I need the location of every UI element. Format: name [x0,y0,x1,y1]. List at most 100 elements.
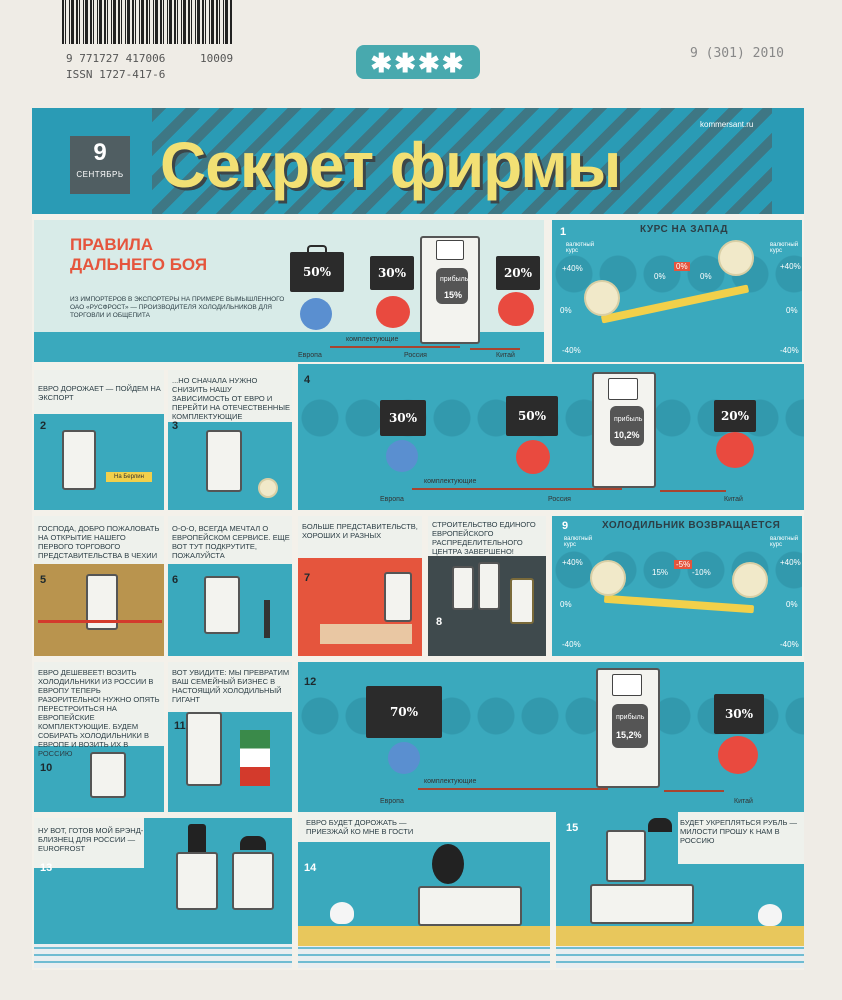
coin [258,478,278,498]
p9-left-label: валютный курс [564,536,593,548]
tall-hat-icon [188,824,206,852]
panel-9-number: 9 [562,520,569,532]
place-europe: Европа [380,496,404,503]
china-character [718,736,758,774]
fridge [452,566,474,610]
seagull-icon [330,902,354,924]
p1-right-top: +40% [780,262,801,271]
ruble-coin [732,562,768,598]
p1-left-label: валютный курс [566,242,595,254]
p1-left-bottom: -40% [562,346,581,355]
panel-3-caption: ...НО СНАЧАЛА НУЖНО СНИЗИТЬ НАШУ ЗАВИСИМ… [172,376,290,421]
issue-info: 9 (301) 2010 [690,46,784,61]
parts-arrow [418,788,608,790]
profit-bag [612,704,648,748]
europe-character [386,440,418,472]
p9-left-bottom: -40% [562,640,581,649]
panel-6-number: 6 [172,574,179,586]
panel-9-title: ХОЛОДИЛЬНИК ВОЗВРАЩАЕТСЯ [602,520,781,531]
p9-left-mid: 0% [560,600,572,609]
waves [34,944,292,968]
p1-left-top: +40% [562,264,583,273]
profit-label: прибыль [614,416,643,423]
panel-1-number: 1 [560,226,567,238]
p9-right-bottom: -40% [780,640,799,649]
panel-6-caption: О-О-О, ВСЕГДА МЕЧТАЛ О ЕВРОПЕЙСКОМ СЕРВИ… [172,524,290,560]
europe-character [300,298,332,330]
case-russia: 50% [506,396,558,436]
profit-value: 10,2% [614,430,640,440]
p9-center-value: -5% [674,560,693,569]
p9-right-mid: 0% [786,600,798,609]
profit-label: прибыль [440,276,469,283]
panel-7-top [298,516,422,558]
barcode [62,0,232,44]
intro-title-2: ДАЛЬНЕГО БОЯ [70,255,208,274]
barcode-addon: 10009 [200,52,234,65]
case-china: 30% [714,694,764,734]
panel-14-number: 14 [304,862,317,874]
panel-8-top [428,516,546,556]
panel-2 [34,370,164,510]
case-russia: 30% [370,256,414,290]
panel-14-caption: ЕВРО БУДЕТ ДОРОЖАТЬ — ПРИЕЗЖАЙ КО МНЕ В … [306,818,414,836]
panel-13-number: 13 [40,862,53,874]
lying-fridge [590,884,694,924]
panel-8-caption: СТРОИТЕЛЬСТВО ЕДИНОГО ЕВРОПЕЙСКОГО РАСПР… [432,520,536,556]
issue-badge: 9 СЕНТЯБРЬ [70,136,130,194]
fridge-face [436,240,464,260]
fridge [90,752,126,798]
lying-fridge [418,886,522,926]
masthead [32,108,804,214]
map-floor [320,624,412,644]
sand [556,926,804,946]
wrench-icon [264,600,270,638]
issue-number: 9 [93,139,107,166]
masthead-stripes [152,108,772,214]
panel-5-number: 5 [40,574,47,586]
panel-15-top [678,812,804,864]
p1-center-left: 0% [654,272,666,281]
profit-value: 15,2% [616,730,642,740]
parts-arrow-2 [664,790,724,792]
russia-character [516,440,550,474]
p1-right-bottom: -40% [780,346,799,355]
p9-right-top: +40% [780,558,801,567]
panel-2-caption: ЕВРО ДОРОЖАЕТ — ПОЙДЕМ НА ЭКСПОРТ [38,384,161,402]
panel-2-number: 2 [40,420,47,432]
profit-bag [610,406,644,446]
europe-character [388,742,420,774]
panel-2-bg [34,414,164,510]
p9-left-top: +40% [562,558,583,567]
magazine-title: Секрет фирмы [160,129,621,201]
tall-hat-character [432,844,464,884]
parts-label: комплектующие [424,478,477,485]
fridge-face [608,378,638,400]
case-europe: 50% [290,252,344,292]
barcode-number: 9 771727 417006 [66,52,166,65]
case-china: 20% [714,400,756,432]
profit-bag [436,268,468,304]
place-russia: Россия [404,352,427,359]
p1-center-right: 0% [700,272,712,281]
stars-badge: ✱✱✱✱ [356,45,480,79]
panel-7-number: 7 [304,572,311,584]
site-url: kommersant.ru [700,120,754,129]
panel-10-caption: ЕВРО ДЕШЕВЕЕТ! ВОЗИТЬ ХОЛОДИЛЬНИКИ ИЗ РО… [38,668,160,758]
case-europe: 30% [380,400,426,436]
fridge [186,712,222,786]
fridge [384,572,412,622]
panel-14-top [298,812,550,842]
fridge-left [176,852,218,910]
ribbon [38,620,162,623]
euro-coin [584,280,620,316]
p9-center-left: 15% [652,568,669,577]
intro-subtitle: ИЗ ИМПОРТЕРОВ В ЭКСПОРТЕРЫ НА ПРИМЕРЕ ВЫ… [70,296,285,319]
p9-right-label: валютный курс [770,536,799,548]
ruble-coin [718,240,754,276]
case-handle [307,245,327,253]
panel-10-number: 10 [40,762,53,774]
fridge [204,576,240,634]
parts-arrow-2 [470,348,520,350]
fridge-face [612,674,642,696]
